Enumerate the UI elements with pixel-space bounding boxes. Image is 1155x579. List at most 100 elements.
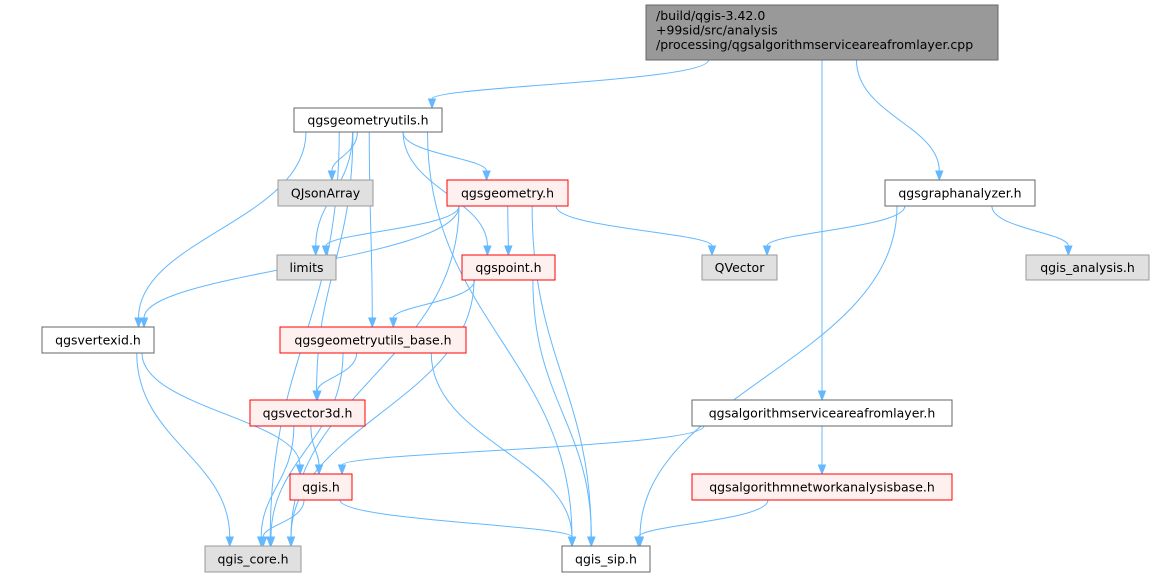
node-geometry[interactable]: qgsgeometry.h xyxy=(446,179,569,207)
edge-arrowhead xyxy=(313,390,322,402)
edge-line xyxy=(262,499,305,538)
edge-line xyxy=(507,205,509,247)
edge-root-to-geometryutils xyxy=(427,59,709,110)
node-label: qgsvertexid.h xyxy=(55,333,141,348)
edge-arrowhead xyxy=(368,317,377,329)
edge-root-to-alg_servicearea xyxy=(817,59,827,402)
edge-line xyxy=(316,352,358,392)
edge-line xyxy=(991,205,1069,247)
edge-qgis-to-qgis_core xyxy=(258,499,305,548)
node-label: qgsalgorithmserviceareafromlayer.h xyxy=(709,406,936,421)
node-limits[interactable]: limits xyxy=(276,254,337,281)
node-label: qgsgeometryutils.h xyxy=(307,113,428,128)
edge-geometryutils_base-to-qgis_sip xyxy=(430,352,577,548)
edge-line xyxy=(138,131,307,319)
edge-root-to-graphanalyzer xyxy=(856,59,944,182)
edge-line xyxy=(639,205,898,538)
edge-arrowhead xyxy=(504,245,513,257)
node-geometryutils[interactable]: qgsgeometryutils.h xyxy=(293,107,443,133)
node-qgis_analysis[interactable]: qgis_analysis.h xyxy=(1025,254,1150,281)
edge-line xyxy=(430,352,573,538)
node-network_base[interactable]: qgsalgorithmnetworkanalysisbase.h xyxy=(691,473,953,501)
node-box xyxy=(701,254,778,281)
edge-arrowhead xyxy=(321,245,331,257)
edge-line xyxy=(141,352,301,466)
node-qgis_core[interactable]: qgis_core.h xyxy=(204,545,302,573)
edge-line xyxy=(270,352,344,538)
node-label: qgis_core.h xyxy=(217,552,288,567)
edge-line xyxy=(392,279,476,319)
nodes-layer: /build/qgis-3.42.0+99sid/src/analysis/pr… xyxy=(41,4,1150,573)
edge-line xyxy=(402,131,488,247)
node-label: qgis_sip.h xyxy=(575,552,637,567)
node-box xyxy=(645,4,999,61)
node-qvector[interactable]: QVector xyxy=(701,254,778,281)
node-vector3d[interactable]: qgsvector3d.h xyxy=(249,399,366,427)
node-point[interactable]: qgspoint.h xyxy=(461,254,556,281)
node-label: qgsgeometry.h xyxy=(461,186,554,201)
edge-arrowhead xyxy=(707,245,717,257)
edge-point-to-geometryutils_base xyxy=(389,279,476,329)
node-box xyxy=(279,326,467,354)
node-label: qgsgraphanalyzer.h xyxy=(898,186,1021,201)
edge-point-to-qgis_sip xyxy=(532,279,596,548)
node-box xyxy=(204,545,302,573)
edge-vector3d-to-qgis_core xyxy=(256,425,295,548)
node-qgis[interactable]: qgis.h xyxy=(289,473,353,501)
edge-arrowhead xyxy=(935,170,944,182)
edge-arrowhead xyxy=(482,170,491,182)
node-alg_servicearea[interactable]: qgsalgorithmserviceareafromlayer.h xyxy=(691,399,953,427)
edge-geometryutils_base-to-vector3d xyxy=(313,352,358,402)
edge-alg_servicearea-to-qgis xyxy=(337,425,705,476)
edge-line xyxy=(555,205,713,247)
edge-arrowhead xyxy=(389,317,398,329)
node-vertexid[interactable]: qgsvertexid.h xyxy=(41,326,155,354)
edge-line xyxy=(532,279,592,538)
edge-arrowhead xyxy=(817,390,827,402)
node-label: /processing/qgsalgorithmserviceareafroml… xyxy=(656,37,973,52)
edge-vertexid-to-qgis_core xyxy=(136,352,234,548)
node-label: qgsvector3d.h xyxy=(263,406,353,421)
edge-arrowhead xyxy=(311,245,320,257)
node-box xyxy=(461,254,556,281)
node-box xyxy=(289,473,353,501)
node-label: /build/qgis-3.42.0 xyxy=(656,8,765,23)
node-box xyxy=(691,399,953,427)
node-qgis_sip[interactable]: qgis_sip.h xyxy=(561,545,651,573)
node-box xyxy=(249,399,366,427)
node-root[interactable]: /build/qgis-3.42.0+99sid/src/analysis/pr… xyxy=(645,4,999,61)
node-qjsonarray[interactable]: QJsonArray xyxy=(277,179,374,207)
edge-geometry-to-limits xyxy=(321,205,460,257)
node-box xyxy=(276,254,337,281)
node-box xyxy=(1025,254,1150,281)
edge-line xyxy=(427,131,573,538)
edge-network_base-to-qgis_sip xyxy=(634,499,769,548)
node-label: qgspoint.h xyxy=(475,260,541,275)
edge-arrowhead xyxy=(327,170,337,182)
node-label: QJsonArray xyxy=(291,186,361,201)
node-box xyxy=(293,107,443,133)
edge-arrowhead xyxy=(134,317,143,329)
node-box xyxy=(446,179,569,207)
node-graphanalyzer[interactable]: qgsgraphanalyzer.h xyxy=(884,179,1036,207)
edge-arrowhead xyxy=(337,464,347,476)
edge-line xyxy=(856,59,940,172)
edge-arrowhead xyxy=(286,536,296,548)
edge-arrowhead xyxy=(295,464,305,476)
edge-geometryutils-to-geometry xyxy=(402,131,491,182)
edge-line xyxy=(310,425,320,466)
edge-arrowhead xyxy=(258,536,268,548)
node-box xyxy=(884,179,1036,207)
edge-graphanalyzer-to-qvector xyxy=(762,205,906,257)
edges-layer xyxy=(134,59,1073,548)
edge-line xyxy=(402,131,488,172)
edge-geometryutils-to-vertexid xyxy=(134,131,307,329)
edge-arrowhead xyxy=(817,464,827,476)
edge-line xyxy=(766,205,906,247)
node-label: qgis.h xyxy=(302,480,340,495)
edge-vertexid-to-qgis xyxy=(141,352,305,476)
node-box xyxy=(277,179,374,207)
edge-arrowhead xyxy=(225,536,234,548)
node-geometryutils_base[interactable]: qgsgeometryutils_base.h xyxy=(279,326,467,354)
